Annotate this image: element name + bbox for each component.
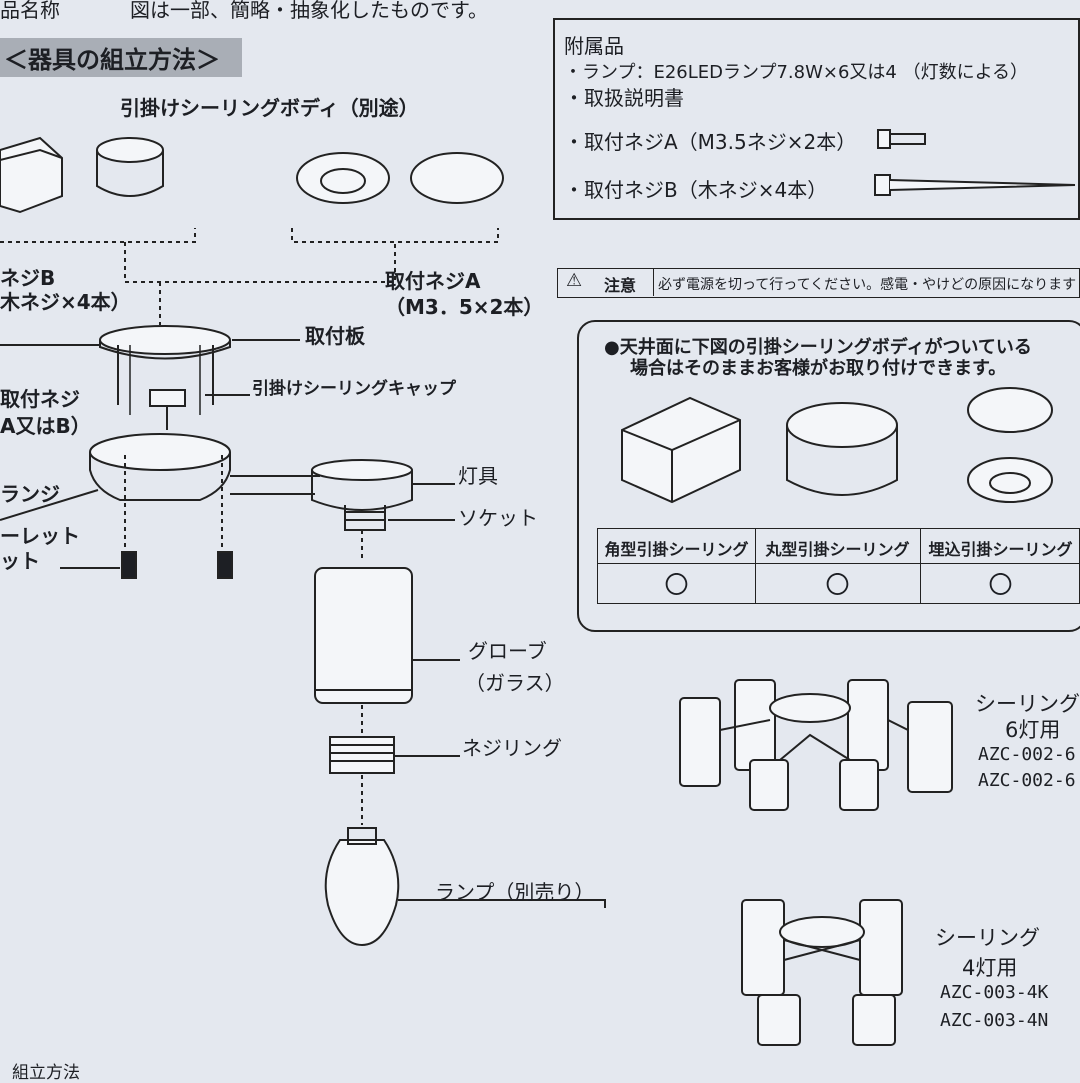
accessories-title: 附属品	[564, 34, 624, 58]
screw-a-label-1: 取付ネジA	[385, 269, 481, 293]
ceiling-types-box	[577, 320, 1080, 632]
header-square-ceiling: 角型引掛シーリング	[604, 540, 749, 559]
ceiling-body-title: 引掛けシーリングボディ（別途）	[120, 96, 419, 120]
ceiling-cap-label: 引掛けシーリングキャップ	[252, 379, 456, 399]
cap-nut-label-1: ーレット	[0, 524, 80, 548]
fixture-label: 灯具	[458, 464, 498, 488]
lamp-label: ランプ（別売り）	[435, 880, 595, 904]
section-title: ＜器具の組立方法＞	[0, 38, 242, 77]
globe-label-2: （ガラス）	[465, 671, 565, 695]
footer-label: 組立方法	[12, 1063, 80, 1083]
screw-ring-label: ネジリング	[462, 736, 562, 760]
product-name-label: 品名称	[0, 0, 60, 22]
mount-screw-label-2: A又はB）	[0, 414, 91, 438]
four-light-title: シーリング	[935, 926, 1040, 950]
mount-plate-label: 取付板	[305, 324, 365, 348]
six-light-sub: 6灯用	[1005, 718, 1061, 742]
caution-label-cell: ⚠ 注意	[558, 269, 654, 296]
caution-text: 必ず電源を切って行ってください。感電・やけどの原因になります	[658, 277, 1077, 293]
globe-label-1: グローブ	[468, 639, 547, 663]
four-light-sub: 4灯用	[962, 956, 1018, 980]
screw-b-label-1: ネジB	[0, 266, 56, 290]
screw-b-label-2: 木ネジ×4本）	[0, 290, 131, 314]
accessory-lamp: ・ランプ：E26LEDランプ7.8W×6又は4 （灯数による）	[564, 62, 1029, 83]
mark-embedded-ceiling: 〇	[988, 571, 1013, 599]
ceiling-type-table: 角型引掛シーリング 丸型引掛シーリング 埋込引掛シーリング 〇 〇 〇	[597, 528, 1080, 604]
screw-a-label-2: （M3．5×2本）	[385, 295, 544, 319]
six-light-title: シーリング	[975, 692, 1080, 716]
mount-screw-label-1: 取付ネジ	[0, 387, 80, 411]
four-light-code-2: AZC-003-4N	[940, 1010, 1049, 1031]
header-round-ceiling: 丸型引掛シーリング	[765, 540, 910, 559]
caution-label: 注意	[604, 276, 637, 295]
flange-label: ランジ	[0, 482, 60, 506]
six-light-code-1: AZC-002-6	[978, 744, 1076, 765]
accessory-manual: ・取扱説明書	[564, 86, 684, 110]
simplification-note: 図は一部、簡略・抽象化したものです。	[130, 0, 488, 22]
six-light-code-2: AZC-002-6	[978, 770, 1076, 791]
accessory-screw-b: ・取付ネジB（木ネジ×4本）	[564, 178, 828, 202]
four-light-code-1: AZC-003-4K	[940, 982, 1049, 1003]
socket-label: ソケット	[458, 506, 538, 530]
accessory-screw-a: ・取付ネジA（M3.5ネジ×2本）	[564, 130, 857, 154]
ceiling-note-line2: 場合はそのままお客様がお取り付けできます。	[630, 358, 1007, 379]
cap-nut-label-2: ット	[0, 549, 40, 573]
mark-round-ceiling: 〇	[825, 571, 850, 599]
header-embedded-ceiling: 埋込引掛シーリング	[928, 540, 1073, 559]
warning-triangle-icon: ⚠	[566, 270, 583, 291]
mark-square-ceiling: 〇	[664, 571, 689, 599]
accessories-box	[553, 18, 1080, 220]
ceiling-note-line1: ●天井面に下図の引掛シーリングボディがついている	[604, 337, 1032, 358]
caution-bar: ⚠ 注意 必ず電源を切って行ってください。感電・やけどの原因になります	[557, 268, 1080, 298]
